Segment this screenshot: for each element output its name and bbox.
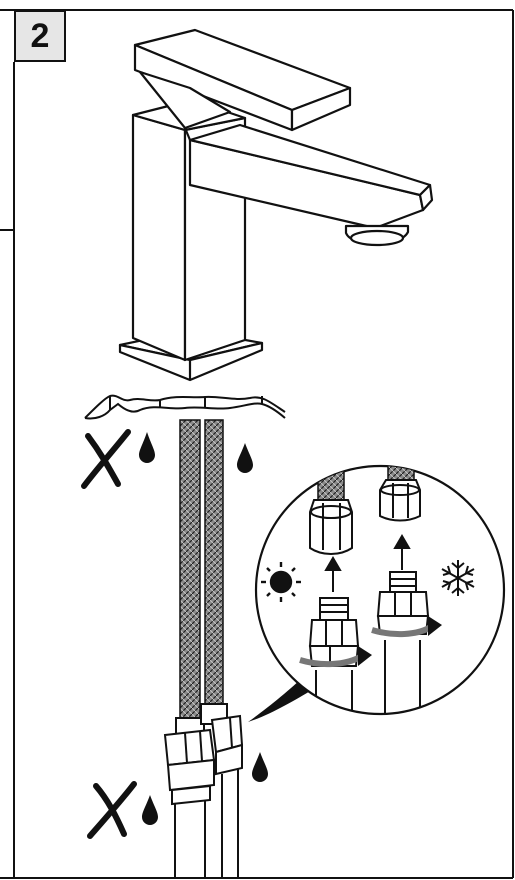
step-number-badge: 2 [14,10,66,62]
cross-mark-icon [81,429,131,489]
cross-mark-icon [87,781,137,839]
supply-connectors [163,703,244,878]
callout-pointer [248,675,312,722]
sun-icon [261,562,301,602]
detail-circle [254,464,506,716]
frame-border [0,9,514,879]
faucet [118,28,434,382]
rotation-arrow-icon [299,616,442,668]
step-number: 2 [30,16,50,55]
water-drop-icon [139,432,155,463]
snowflake-icon [441,560,475,596]
flexible-hoses [179,419,224,721]
arrow-icon [324,534,411,592]
water-drop-icon [142,795,158,825]
countertop-edge [84,394,286,420]
water-drop-icon [252,752,268,782]
water-drop-icon [237,443,253,473]
